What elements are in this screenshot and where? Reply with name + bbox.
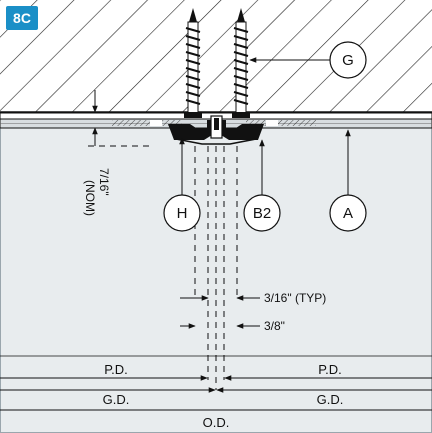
gasket-right [246, 120, 316, 126]
od-dimension: O.D. [0, 409, 432, 430]
screw-right [232, 8, 250, 118]
gap-typ-label: 3/16" (TYP) [264, 291, 326, 305]
callout-b2-label: B2 [253, 205, 271, 222]
callout-h: H [163, 137, 201, 232]
callout-b2: B2 [243, 139, 281, 232]
gd-right-label: G.D. [317, 392, 344, 407]
nominal-note: (NOM) [83, 180, 97, 216]
callout-a-label: A [343, 205, 353, 222]
clip-insert [214, 118, 219, 130]
callout-g-label: G [342, 52, 354, 69]
nominal-value: 7/16" [97, 168, 111, 196]
gasket-left [112, 120, 182, 126]
spacer-left [150, 120, 162, 126]
callout-h-label: H [177, 205, 188, 222]
pd-dimension: P.D. P.D. [0, 355, 432, 381]
gap-dimension: 3/16" (TYP) [180, 291, 326, 305]
detail-tag: 8C [6, 6, 38, 30]
width-label: 3/8" [264, 319, 285, 333]
callout-g: G [249, 41, 367, 79]
extrusion-right [221, 120, 264, 140]
gd-dimension: G.D. G.D. [0, 387, 432, 407]
width-dimension: 3/8" [180, 319, 285, 333]
pd-left-label: P.D. [104, 362, 128, 377]
callout-a: A [329, 129, 367, 232]
extrusion-bottom [175, 138, 257, 145]
pd-right-label: P.D. [318, 362, 342, 377]
substrate-hatch [0, 0, 432, 112]
screw-left [184, 8, 202, 118]
spacer-right [266, 120, 278, 126]
detail-tag-label: 8C [13, 10, 31, 26]
gd-left-label: G.D. [103, 392, 130, 407]
od-label: O.D. [203, 415, 230, 430]
extrusion-left [168, 120, 212, 140]
nominal-dimension: 7/16" (NOM) [83, 90, 150, 216]
